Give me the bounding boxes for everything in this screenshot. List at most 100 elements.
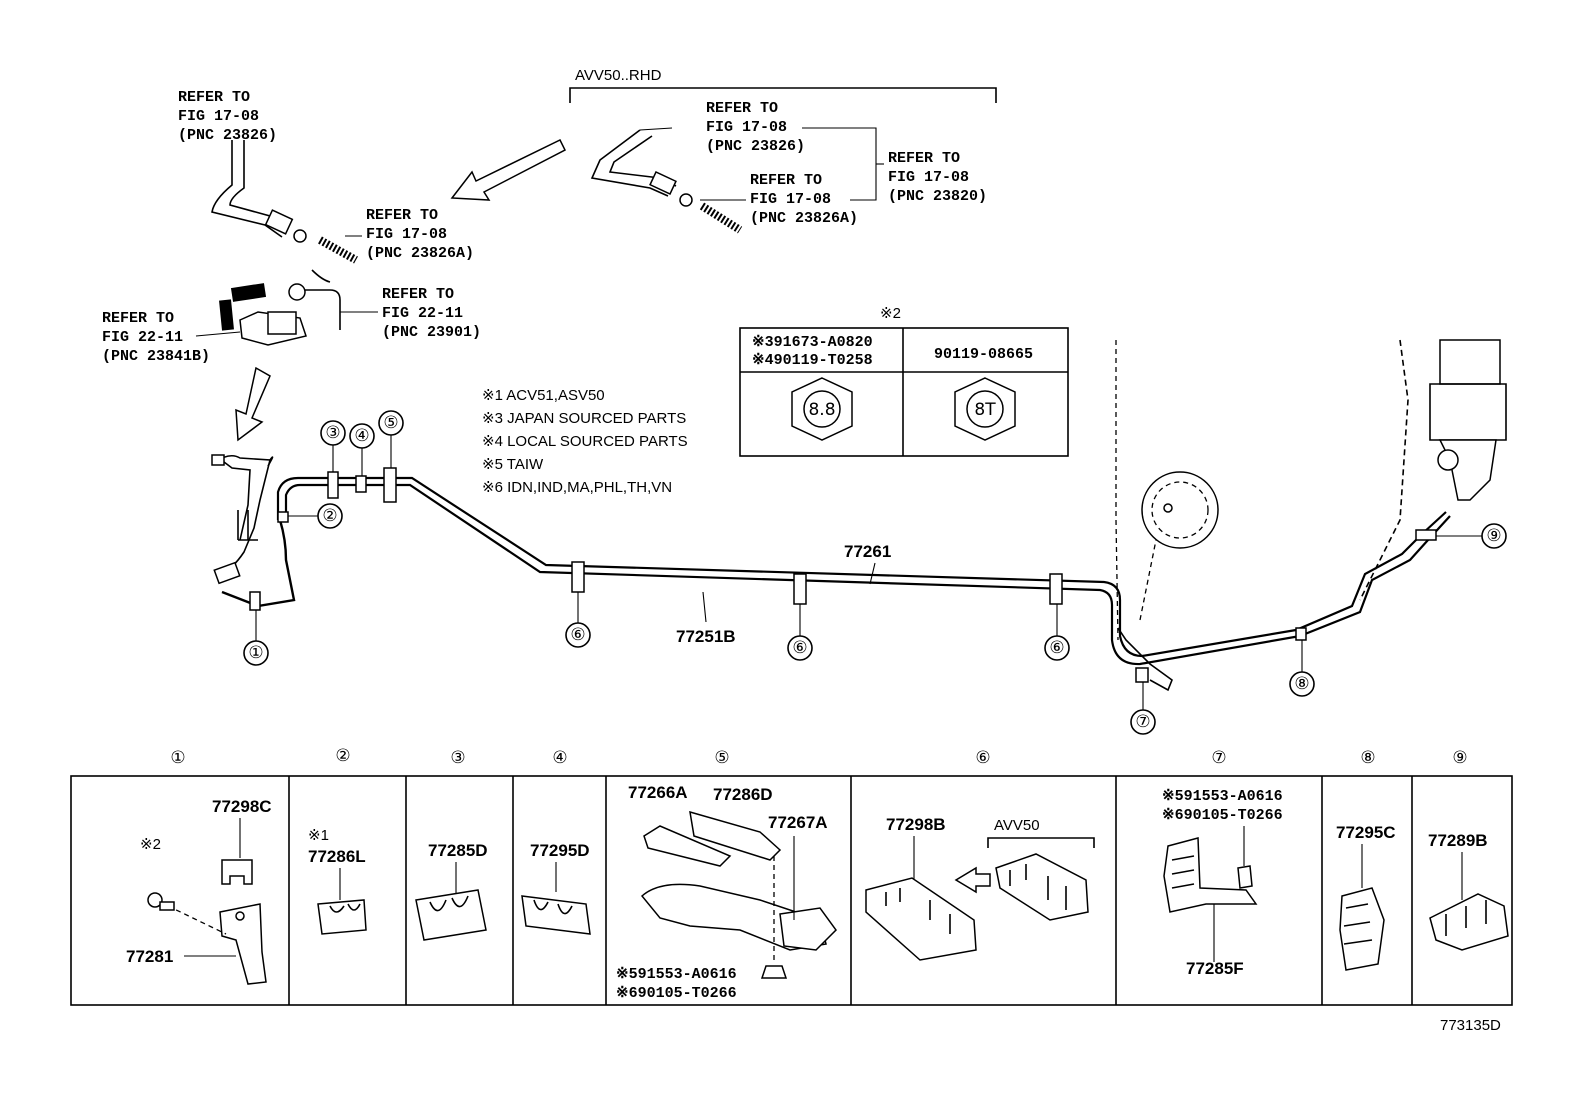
svg-text:※690105-T0266: ※690105-T0266 [616, 985, 737, 1002]
ref-top-left-hose: REFER TO FIG 17-08 (PNC 23826) [178, 89, 277, 144]
detail-box-headers: ① ② ③ ④ ⑤ ⑥ ⑦ ⑧ ⑨ [170, 746, 1467, 768]
svg-text:⑨: ⑨ [1452, 748, 1467, 768]
union-assembly-left [219, 269, 341, 346]
svg-text:④: ④ [552, 748, 567, 768]
svg-text:※1 ACV51,ASV50: ※1 ACV51,ASV50 [482, 387, 605, 404]
svg-text:77298C: 77298C [212, 797, 272, 816]
callout-6a: ⑥ [565, 592, 591, 648]
svg-text:77285F: 77285F [1186, 959, 1244, 978]
svg-text:77285D: 77285D [428, 841, 488, 860]
detail-box-7: ※591553-A0616 ※690105-T0266 77285F [1162, 788, 1283, 978]
hose-rhd [590, 129, 743, 234]
svg-text:FIG 17-08: FIG 17-08 [366, 226, 447, 243]
svg-text:⑧: ⑧ [1360, 748, 1375, 768]
svg-text:(PNC 23820): (PNC 23820) [888, 188, 987, 205]
svg-text:AVV50..RHD: AVV50..RHD [575, 67, 662, 84]
svg-text:FIG 17-08: FIG 17-08 [706, 119, 787, 136]
detail-box-2: ※1 77286L [308, 827, 367, 935]
svg-text:REFER TO: REFER TO [382, 286, 454, 303]
callout-4: ④ [349, 423, 375, 476]
svg-text:FIG 17-08: FIG 17-08 [888, 169, 969, 186]
svg-text:⑦: ⑦ [1211, 748, 1226, 768]
svg-text:⑤: ⑤ [383, 413, 398, 433]
part-label-77261: 77261 [844, 542, 891, 585]
svg-text:⑤: ⑤ [714, 748, 729, 768]
svg-text:77298B: 77298B [886, 815, 946, 834]
variant-bracket: AVV50..RHD [569, 67, 997, 103]
ref-rhd-clamp: REFER TO FIG 17-08 (PNC 23826A) [700, 172, 858, 227]
svg-text:77286D: 77286D [713, 785, 773, 804]
detail-box-5: 77266A 77286D 77267A ※591553-A0616 ※6901… [616, 783, 837, 1002]
svg-text:(PNC 23901): (PNC 23901) [382, 324, 481, 341]
ref-left-pipe: REFER TO FIG 22-11 (PNC 23901) [340, 286, 481, 341]
svg-text:③: ③ [450, 748, 465, 768]
svg-text:(PNC 23826): (PNC 23826) [178, 127, 277, 144]
detail-box-frame [70, 775, 1513, 1006]
callout-2: ② [288, 503, 343, 529]
detail-box-4: 77295D [521, 841, 591, 935]
part-label-77251b: 77251B [676, 591, 736, 646]
svg-text:77266A: 77266A [628, 783, 688, 802]
pipe-clamps [277, 467, 1437, 683]
figure-id: 773135D [1440, 1017, 1501, 1034]
hose-top-left [211, 140, 358, 264]
svg-text:※1: ※1 [308, 827, 329, 844]
svg-text:FIG 22-11: FIG 22-11 [382, 305, 463, 322]
svg-text:※5 TAIW: ※5 TAIW [482, 456, 544, 473]
svg-text:※591553-A0616: ※591553-A0616 [616, 966, 737, 983]
svg-text:①: ① [170, 748, 185, 768]
svg-text:⑦: ⑦ [1135, 712, 1150, 732]
svg-text:(PNC 23826A): (PNC 23826A) [750, 210, 858, 227]
svg-text:※391673-A0820: ※391673-A0820 [752, 334, 873, 351]
svg-text:※2: ※2 [140, 836, 161, 853]
svg-text:REFER TO: REFER TO [102, 310, 174, 327]
svg-text:77295C: 77295C [1336, 823, 1396, 842]
body-structure-right [1115, 339, 1507, 692]
callout-9: ⑨ [1436, 523, 1507, 549]
svg-text:FIG 17-08: FIG 17-08 [750, 191, 831, 208]
svg-text:77261: 77261 [844, 542, 891, 561]
svg-text:77267A: 77267A [768, 813, 828, 832]
svg-text:※4 LOCAL SOURCED PARTS: ※4 LOCAL SOURCED PARTS [482, 433, 688, 450]
svg-text:②: ② [322, 506, 337, 526]
svg-text:FIG 22-11: FIG 22-11 [102, 329, 183, 346]
ref-rhd-right: REFER TO FIG 17-08 (PNC 23820) [876, 150, 987, 205]
svg-text:REFER TO: REFER TO [888, 150, 960, 167]
notes: ※1 ACV51,ASV50 ※3 JAPAN SOURCED PARTS ※4… [482, 387, 688, 496]
detail-box-8: 77295C [1336, 823, 1396, 971]
svg-text:※6 IDN,IND,MA,PHL,TH,VN: ※6 IDN,IND,MA,PHL,TH,VN [482, 479, 672, 496]
arrow-left-icon [450, 139, 567, 201]
svg-text:FIG 17-08: FIG 17-08 [178, 108, 259, 125]
svg-text:REFER TO: REFER TO [178, 89, 250, 106]
callout-8: ⑧ [1289, 640, 1315, 697]
svg-text:77286L: 77286L [308, 847, 366, 866]
detail-box-1: ※2 77298C 77281 [126, 797, 272, 985]
ref-left-union: REFER TO FIG 22-11 (PNC 23841B) [102, 310, 241, 365]
callout-1: ① [243, 610, 269, 666]
callout-7: ⑦ [1130, 682, 1156, 735]
bolt-head-icon: 8.8 [791, 377, 853, 441]
svg-text:②: ② [335, 746, 350, 766]
svg-text:⑧: ⑧ [1294, 674, 1309, 694]
svg-text:77295D: 77295D [530, 841, 590, 860]
svg-text:90119-08665: 90119-08665 [934, 346, 1033, 363]
svg-text:REFER TO: REFER TO [750, 172, 822, 189]
svg-text:77251B: 77251B [676, 627, 736, 646]
svg-text:①: ① [248, 643, 263, 663]
callout-6b: ⑥ [787, 604, 813, 661]
detail-box-6: 77298B AVV50 [865, 815, 1095, 961]
callout-6c: ⑥ [1044, 604, 1070, 661]
svg-text:⑥: ⑥ [1049, 638, 1064, 658]
ref-rhd-hose: REFER TO FIG 17-08 (PNC 23826) [639, 100, 877, 201]
svg-text:④: ④ [354, 426, 369, 446]
detail-box-3: 77285D [415, 841, 488, 941]
svg-text:※690105-T0266: ※690105-T0266 [1162, 807, 1283, 824]
bolt-head-icon: 8T [954, 377, 1016, 441]
callout-5: ⑤ [378, 410, 404, 468]
brake-pipe-routing [211, 454, 1451, 666]
arrow-down-icon [235, 366, 271, 442]
svg-text:※3 JAPAN SOURCED PARTS: ※3 JAPAN SOURCED PARTS [482, 410, 686, 427]
svg-text:(PNC 23826A): (PNC 23826A) [366, 245, 474, 262]
svg-text:8T: 8T [974, 400, 996, 420]
